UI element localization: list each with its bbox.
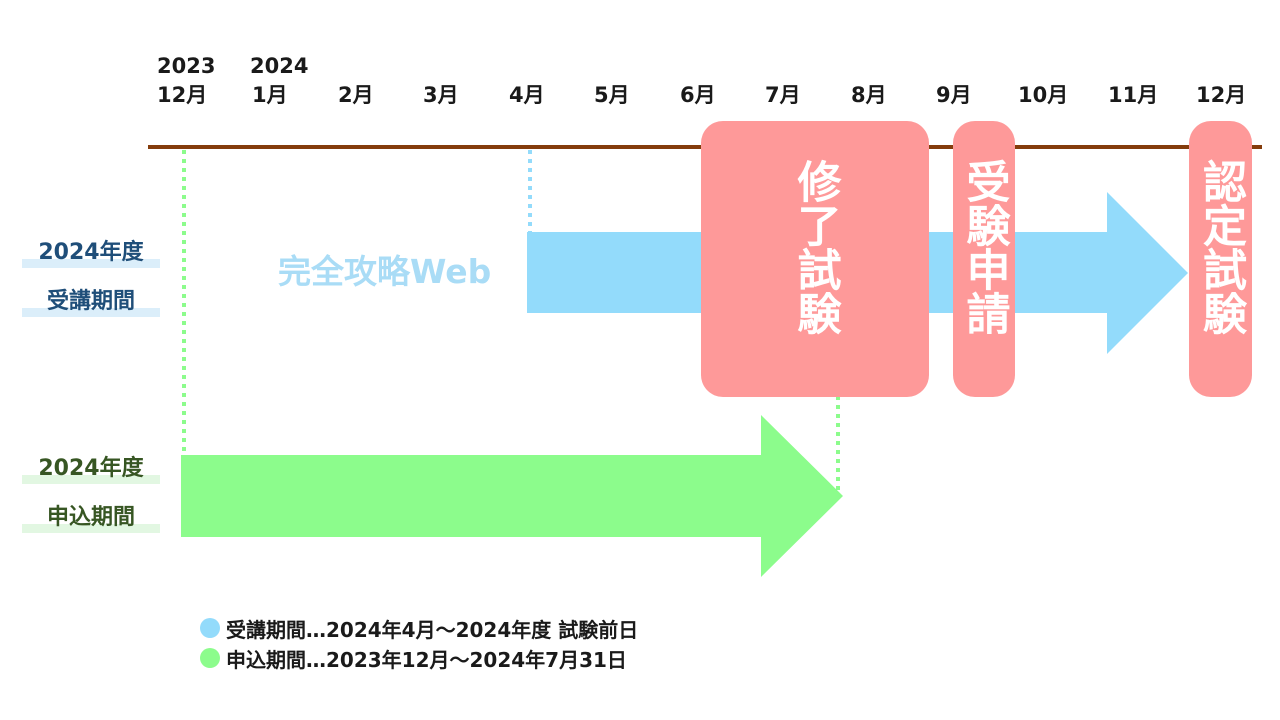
application-period-year-label: 2024年度 bbox=[22, 454, 160, 484]
legend-application-period: 申込期間…2023年12月～2024年7月31日 bbox=[200, 644, 627, 672]
completion-exam-box: 修了試験 bbox=[701, 121, 929, 397]
course-period-year-label: 2024年度 bbox=[22, 238, 160, 268]
application-period-label: 申込期間 bbox=[22, 503, 160, 533]
legend-text: 申込期間…2023年12月～2024年7月31日 bbox=[226, 647, 627, 672]
month-year-label: 2023 bbox=[157, 54, 216, 78]
month-label: 4月 bbox=[509, 83, 545, 107]
month-label: 11月 bbox=[1108, 83, 1159, 107]
course-name: 完全攻略Web bbox=[278, 252, 492, 291]
month-label: 9月 bbox=[936, 83, 972, 107]
month-year-label: 2024 bbox=[250, 54, 309, 78]
month-label: 2月 bbox=[338, 83, 374, 107]
legend-dot-green bbox=[200, 648, 220, 668]
exam-application-box: 受験申請 bbox=[953, 121, 1015, 397]
certification-exam-box: 認定試験 bbox=[1189, 121, 1252, 397]
month-label: 7月 bbox=[765, 83, 801, 107]
legend-course-period: 受講期間…2024年4月～2024年度 試験前日 bbox=[200, 614, 638, 642]
month-label: 1月 bbox=[252, 83, 288, 107]
completion-exam-text: 修了試験 bbox=[789, 159, 841, 335]
legend-text: 受講期間…2024年4月～2024年度 試験前日 bbox=[226, 617, 639, 642]
month-label: 8月 bbox=[851, 83, 887, 107]
certification-exam-text: 認定試験 bbox=[1195, 159, 1246, 335]
month-label: 6月 bbox=[680, 83, 716, 107]
month-label: 5月 bbox=[594, 83, 630, 107]
month-label: 12月 bbox=[157, 83, 208, 107]
month-label: 3月 bbox=[423, 83, 459, 107]
legend-dot-blue bbox=[200, 618, 220, 638]
month-label: 12月 bbox=[1196, 83, 1247, 107]
month-label: 10月 bbox=[1018, 83, 1069, 107]
application-period-arrow bbox=[181, 415, 843, 577]
exam-application-text: 受験申請 bbox=[958, 159, 1010, 335]
course-period-label: 受講期間 bbox=[22, 287, 160, 317]
